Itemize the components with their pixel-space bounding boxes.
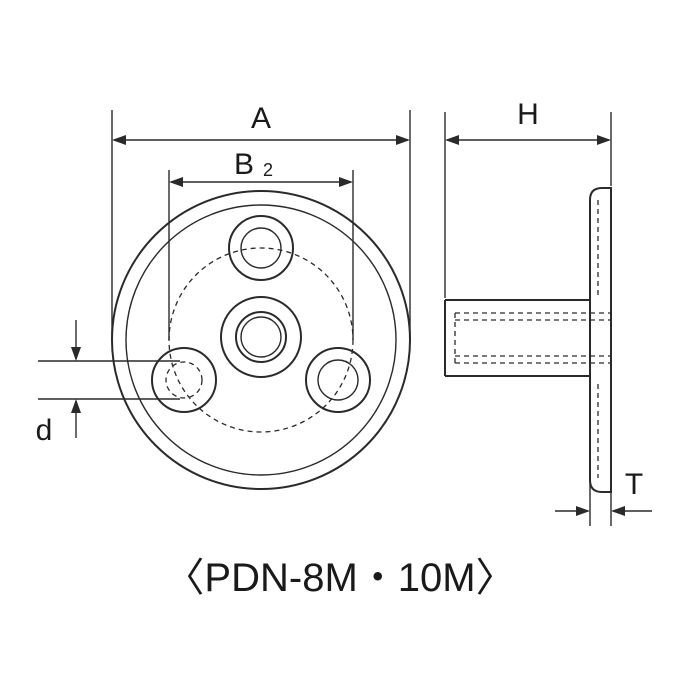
right-hole-outer — [305, 347, 371, 413]
dim-t-label: T — [625, 468, 643, 501]
top-hole-inner — [240, 227, 282, 269]
dim-d-arrow-bottom — [71, 399, 81, 413]
center-boss-mid — [235, 311, 287, 363]
right-hole-inner — [317, 359, 359, 401]
dim-a-arrow-right — [396, 135, 410, 145]
dim-t-arrow-right — [611, 506, 625, 516]
flange-outer-circle — [111, 190, 411, 490]
dimension-t: T — [555, 468, 652, 526]
flange-inner-circle — [125, 204, 397, 476]
dim-t-arrow-left — [576, 506, 590, 516]
front-view — [111, 190, 411, 490]
dimension-d: d — [36, 320, 180, 447]
model-label: 〈PDN-8M・10M〉 — [164, 556, 515, 600]
dim-b2-arrow-right — [339, 177, 353, 187]
top-hole-outer — [228, 215, 294, 281]
dim-a-label: A — [251, 102, 271, 135]
dim-h-label: H — [517, 98, 539, 131]
dim-d-arrow-top — [71, 347, 81, 361]
dim-b2-subscript: 2 — [263, 160, 273, 180]
center-boss-outer — [220, 296, 302, 378]
dim-d-label: d — [36, 414, 53, 447]
center-boss-inner — [240, 316, 282, 358]
dim-h-arrow-right — [597, 135, 611, 145]
side-flange-plate — [589, 187, 612, 493]
dim-b2-arrow-left — [169, 177, 183, 187]
dimension-b2: B 2 — [168, 148, 354, 340]
dimension-h: H — [444, 98, 612, 298]
side-view — [444, 187, 612, 493]
dim-a-arrow-left — [112, 135, 126, 145]
pitch-circle — [168, 247, 354, 433]
left-hole-outer — [151, 347, 217, 413]
dimension-a: A — [111, 102, 411, 340]
dim-b2-label: B — [234, 148, 254, 181]
dim-h-arrow-left — [445, 135, 459, 145]
left-hole-inner — [165, 361, 203, 399]
